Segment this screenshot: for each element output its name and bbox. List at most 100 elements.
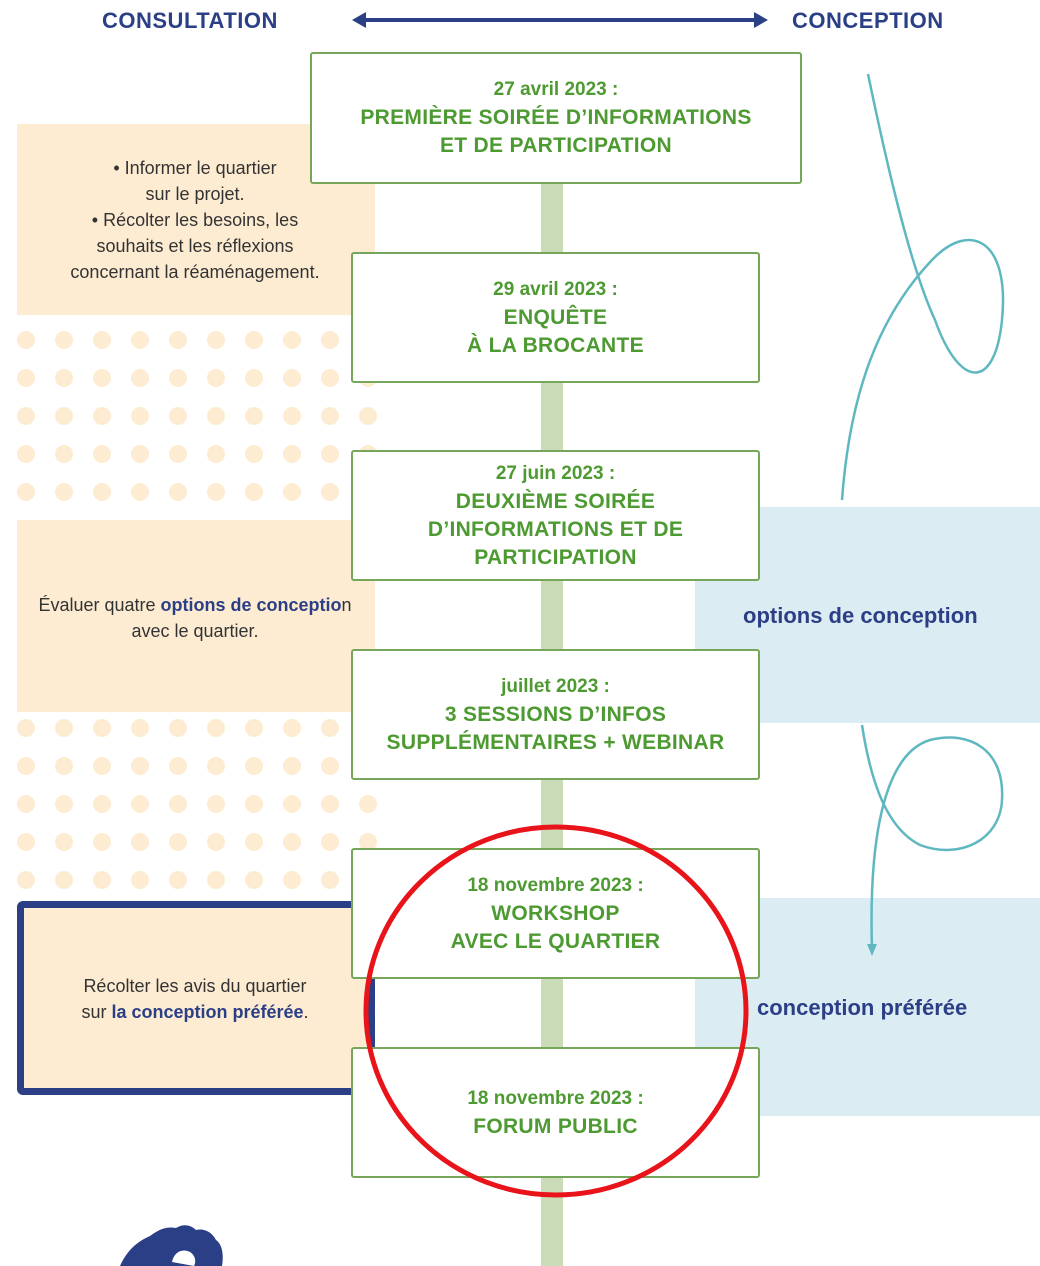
decorative-dot: [131, 483, 149, 501]
event-box-3: 27 juin 2023 : DEUXIÈME SOIRÉE D’INFORMA…: [351, 450, 760, 581]
decorative-dot: [131, 445, 149, 463]
goal-text-1: • Informer le quartier sur le projet. • …: [35, 155, 355, 285]
goal-3-bold: la conception préférée: [111, 1002, 304, 1022]
decorative-dot: [55, 331, 73, 349]
decorative-dot: [207, 795, 225, 813]
decorative-dot: [207, 757, 225, 775]
decorative-dot: [245, 407, 263, 425]
event-box-5: 18 novembre 2023 : WORKSHOP AVEC LE QUAR…: [351, 848, 760, 979]
conception-header: CONCEPTION: [792, 8, 944, 33]
decorative-dot: [321, 833, 339, 851]
decorative-dot: [17, 483, 35, 501]
goal-text-3: Récolter les avis du quartier sur la con…: [35, 973, 355, 1025]
decorative-dot: [93, 331, 111, 349]
decorative-dot: [283, 833, 301, 851]
consultation-header: CONSULTATION: [102, 8, 278, 33]
decorative-dot: [207, 483, 225, 501]
goal-1-line2: sur le projet.: [145, 184, 245, 204]
decorative-dot: [55, 795, 73, 813]
decorative-dot: [321, 445, 339, 463]
decorative-dot: [93, 369, 111, 387]
decorative-dot: [169, 445, 187, 463]
event-date: juillet 2023 :: [501, 675, 610, 697]
event-title: 3 SESSIONS D’INFOS SUPPLÉMENTAIRES + WEB…: [386, 702, 725, 754]
decorative-dot: [207, 407, 225, 425]
event-title: ENQUÊTE À LA BROCANTE: [467, 305, 644, 357]
decorative-dot: [283, 719, 301, 737]
goal-panel-2: [17, 520, 375, 712]
goal-3-line1: Récolter les avis du quartier: [83, 976, 307, 996]
goal-1-line4: souhaits et les réflexions: [96, 236, 294, 256]
decorative-dot: [169, 483, 187, 501]
decorative-dot: [93, 757, 111, 775]
decorative-dot: [17, 833, 35, 851]
decorative-dot: [321, 407, 339, 425]
decorative-dot: [169, 407, 187, 425]
decorative-dot: [55, 871, 73, 889]
decorative-dot: [131, 369, 149, 387]
event-box-4: juillet 2023 : 3 SESSIONS D’INFOS SUPPLÉ…: [351, 649, 760, 780]
highlight-circle: [363, 824, 749, 1198]
goal-2-pre: Évaluer quatre: [38, 595, 161, 615]
decorative-dot: [131, 719, 149, 737]
decorative-dot: [321, 369, 339, 387]
decorative-dot: [245, 331, 263, 349]
decorative-dot: [55, 719, 73, 737]
decorative-dot: [245, 719, 263, 737]
decorative-dot: [169, 369, 187, 387]
decorative-dot: [321, 795, 339, 813]
decorative-dot: [245, 445, 263, 463]
decorative-dot: [207, 331, 225, 349]
decorative-dot: [17, 795, 35, 813]
decorative-dot: [207, 871, 225, 889]
decorative-dot: [55, 833, 73, 851]
decorative-dot: [131, 407, 149, 425]
decorative-dot: [207, 833, 225, 851]
event-date: 18 novembre 2023 :: [467, 1087, 644, 1109]
decorative-dot: [17, 369, 35, 387]
double-arrow: [352, 12, 768, 28]
decorative-dot: [245, 833, 263, 851]
event-box-2: 29 avril 2023 : ENQUÊTE À LA BROCANTE: [351, 252, 760, 383]
decorative-dot: [207, 369, 225, 387]
decorative-dot: [321, 331, 339, 349]
goal-1-line3: • Récolter les besoins, les: [91, 210, 299, 230]
event-date: 18 novembre 2023 :: [467, 874, 644, 896]
event-date: 27 avril 2023 :: [493, 79, 619, 100]
decorative-dot: [55, 483, 73, 501]
decorative-dot: [283, 331, 301, 349]
decorative-dot: [245, 795, 263, 813]
decorative-dot: [131, 833, 149, 851]
decorative-dot: [283, 757, 301, 775]
decorative-dot: [55, 445, 73, 463]
decorative-dot: [93, 407, 111, 425]
decorative-dot: [359, 407, 377, 425]
goal-1-line5: concernant la réaménagement.: [70, 262, 320, 282]
decorative-dot: [131, 871, 149, 889]
decorative-dot: [321, 757, 339, 775]
decorative-dot: [321, 719, 339, 737]
event-date: 27 juin 2023 :: [495, 462, 616, 484]
decorative-dot: [17, 719, 35, 737]
decorative-dot: [55, 757, 73, 775]
decorative-dot: [93, 795, 111, 813]
decorative-dot: [321, 871, 339, 889]
goal-2-bold: options de conceptio: [160, 595, 342, 615]
decorative-dot: [17, 331, 35, 349]
decorative-dot: [283, 407, 301, 425]
conception-flow-line: [840, 73, 1005, 956]
event-title: WORKSHOP AVEC LE QUARTIER: [450, 901, 661, 953]
decorative-dot: [283, 445, 301, 463]
goal-3-pre: sur: [81, 1002, 112, 1022]
logo-fragment: [120, 1225, 223, 1266]
decorative-dot: [359, 795, 377, 813]
decorative-dot: [55, 407, 73, 425]
decorative-dot: [283, 795, 301, 813]
decorative-dot: [93, 719, 111, 737]
decorative-dot: [245, 369, 263, 387]
decorative-dot: [131, 795, 149, 813]
decorative-dot: [245, 871, 263, 889]
decorative-dot: [245, 757, 263, 775]
decorative-dot: [93, 483, 111, 501]
event-title: FORUM PUBLIC: [473, 1114, 638, 1138]
